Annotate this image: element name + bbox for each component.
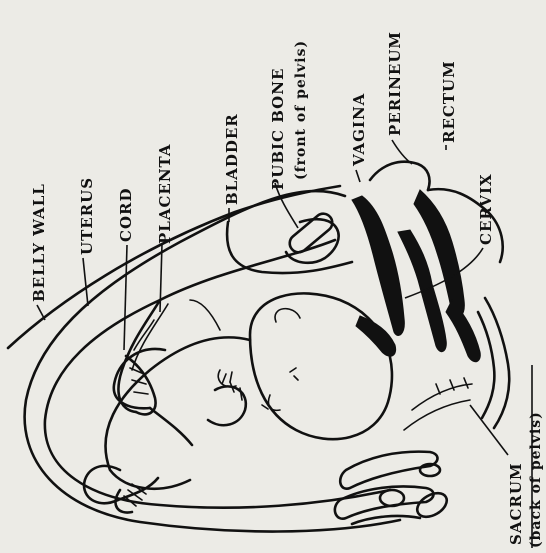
label-uterus: UTERUS: [78, 177, 96, 255]
label-placenta: PLACENTA: [156, 143, 174, 244]
label-bladder: BLADDER: [223, 113, 241, 205]
label-sacrum: SACRUM: [507, 462, 525, 545]
belly-wall-outline: [8, 186, 340, 348]
label-cervix: CERVIX: [477, 173, 495, 245]
label-pubic-bone-note: (front of pelvis): [293, 40, 309, 180]
leader-lines: [37, 140, 532, 548]
label-belly-wall: BELLY WALL: [30, 183, 48, 302]
label-pubic-bone: PUBIC BONE: [269, 68, 287, 190]
label-sacrum-note: (back of pelvis): [528, 411, 544, 548]
baby-figure: [84, 293, 392, 512]
label-rectum: RECTUM: [440, 60, 458, 143]
label-cord: CORD: [117, 188, 135, 242]
label-perineum: PERINEUM: [386, 31, 404, 136]
sacrum-spine: [335, 298, 509, 524]
label-vagina: VAGINA: [350, 93, 368, 167]
